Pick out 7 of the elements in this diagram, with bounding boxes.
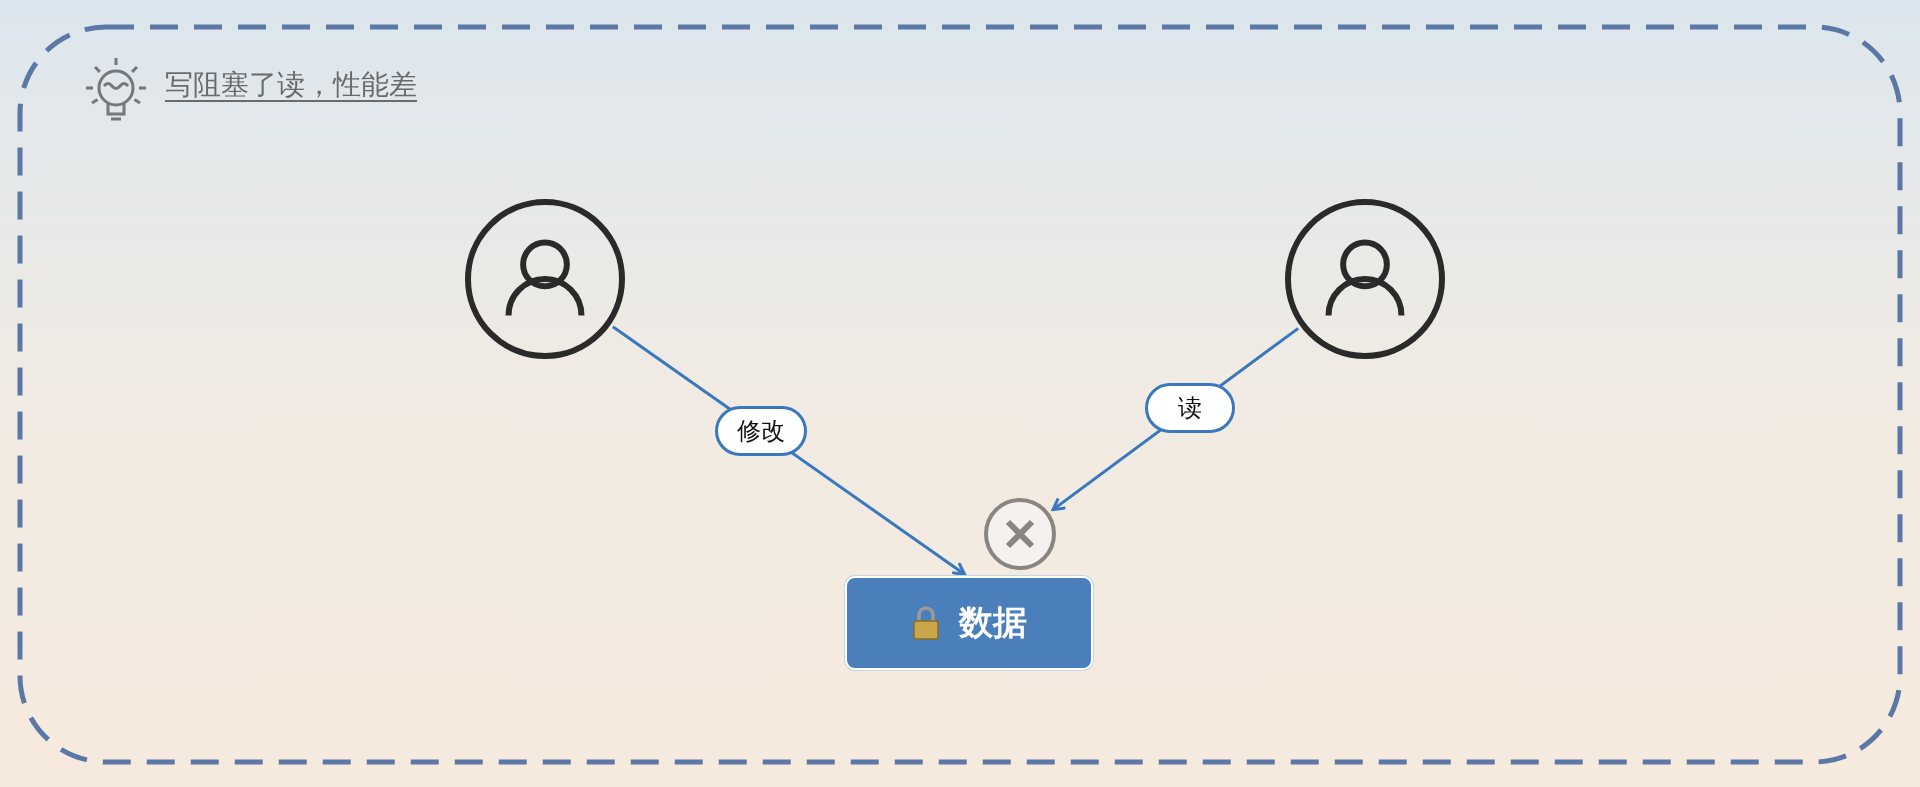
box-label: 数据 (959, 601, 1027, 644)
title: 写阻塞了读，性能差 (165, 67, 417, 103)
data-box (845, 576, 1093, 670)
person-icon (1284, 198, 1446, 360)
person-icon (464, 198, 626, 360)
cross-circle-icon (983, 497, 1057, 571)
edge-label: 读 (1145, 383, 1236, 434)
